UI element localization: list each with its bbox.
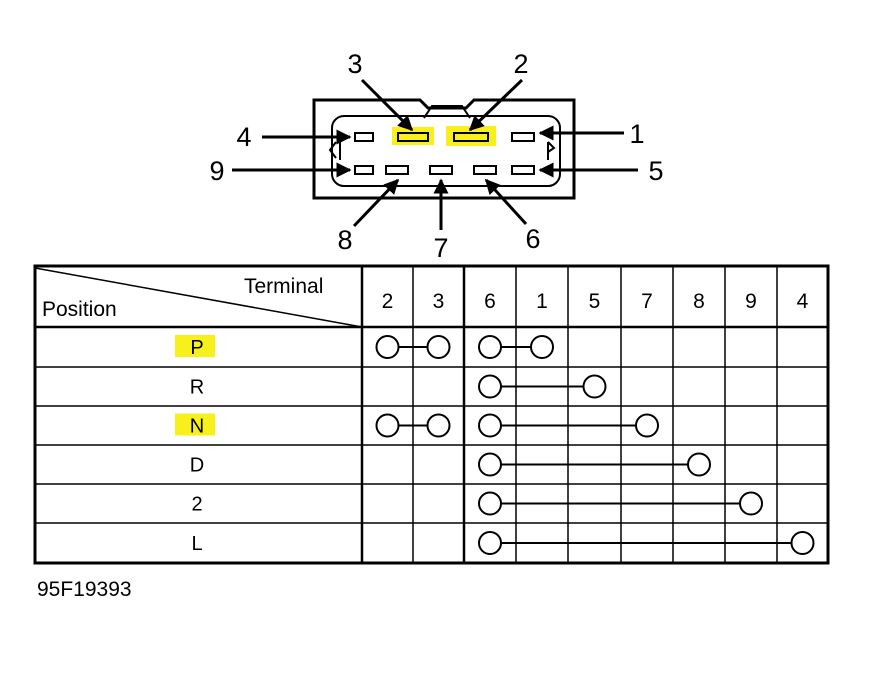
continuity-link-2-3 bbox=[375, 413, 451, 438]
terminal-dot-6 bbox=[478, 531, 502, 555]
label-pin-3: 3 bbox=[347, 49, 362, 79]
label-pin-4: 4 bbox=[236, 122, 251, 152]
terminal-header-8: 8 bbox=[693, 290, 705, 313]
label-pin-2: 2 bbox=[513, 49, 528, 79]
header-position: Position bbox=[42, 298, 117, 321]
pin-7 bbox=[429, 165, 453, 175]
terminal-header-7: 7 bbox=[641, 290, 653, 313]
terminal-header-4: 4 bbox=[797, 290, 809, 313]
terminal-dot-3 bbox=[426, 335, 451, 359]
terminal-header-3: 3 bbox=[433, 290, 445, 313]
label-pin-5: 5 bbox=[648, 156, 663, 186]
arrow-8 bbox=[352, 178, 400, 228]
terminal-dot-3 bbox=[426, 413, 451, 438]
continuity-link-6-9 bbox=[478, 491, 763, 516]
label-pin-9: 9 bbox=[209, 156, 224, 186]
table-grid bbox=[33, 264, 830, 565]
terminal-header-2: 2 bbox=[382, 290, 394, 313]
position-2: 2 bbox=[191, 494, 202, 516]
arrow-3 bbox=[360, 78, 414, 132]
header-diagonal bbox=[34, 267, 363, 328]
continuity-links bbox=[375, 335, 815, 555]
key-right bbox=[547, 141, 556, 153]
terminal-dot-8 bbox=[687, 452, 711, 477]
reference-code: 95F19393 bbox=[37, 578, 132, 601]
header-terminal: Terminal bbox=[244, 275, 323, 298]
terminal-dot-7 bbox=[635, 413, 659, 438]
connector-housing bbox=[312, 98, 576, 200]
pin-1 bbox=[511, 132, 535, 142]
terminal-dot-6 bbox=[478, 452, 502, 477]
terminal-dot-6 bbox=[478, 374, 502, 399]
position-highlight bbox=[175, 335, 215, 357]
position-L: L bbox=[191, 533, 202, 555]
terminal-dot-2 bbox=[375, 413, 400, 438]
position-N: N bbox=[190, 416, 204, 438]
terminal-dot-4 bbox=[790, 531, 815, 555]
terminal-dot-6 bbox=[478, 491, 502, 516]
pin-8 bbox=[385, 165, 409, 175]
continuity-link-2-3 bbox=[375, 335, 451, 359]
terminal-dot-5 bbox=[582, 374, 607, 399]
position-P: P bbox=[190, 337, 203, 359]
terminal-dot-6 bbox=[478, 335, 502, 359]
table-border bbox=[33, 264, 830, 565]
label-pin-8: 8 bbox=[337, 225, 352, 255]
arrow-6 bbox=[484, 178, 528, 226]
pin-5 bbox=[511, 165, 535, 175]
terminal-dot-1 bbox=[530, 335, 554, 359]
pin-4 bbox=[354, 132, 374, 142]
terminal-header-9: 9 bbox=[745, 290, 757, 313]
continuity-link-6-8 bbox=[478, 452, 711, 477]
terminal-header-6: 6 bbox=[484, 290, 496, 313]
continuity-link-6-5 bbox=[478, 374, 607, 399]
pin-6 bbox=[473, 165, 497, 175]
terminal-header-1: 1 bbox=[536, 290, 548, 313]
connector-latch bbox=[423, 105, 471, 119]
connector: 3 2 4 1 9 5 8 7 6 bbox=[209, 49, 663, 263]
pin-9 bbox=[354, 165, 374, 175]
position-R: R bbox=[190, 377, 204, 399]
terminal-dot-2 bbox=[375, 335, 400, 359]
position-D: D bbox=[190, 455, 204, 477]
arrow-2 bbox=[468, 78, 524, 132]
pin-2 bbox=[453, 132, 489, 142]
terminal-dot-6 bbox=[478, 413, 502, 438]
position-highlight bbox=[175, 413, 215, 436]
row-highlights bbox=[175, 335, 215, 436]
label-pin-6: 6 bbox=[525, 224, 540, 254]
continuity-link-6-1 bbox=[478, 335, 554, 359]
key-left bbox=[328, 141, 337, 159]
continuity-link-6-4 bbox=[478, 531, 815, 555]
terminal-dot-9 bbox=[739, 491, 763, 516]
continuity-link-6-7 bbox=[478, 413, 659, 438]
label-pin-7: 7 bbox=[433, 233, 448, 263]
terminal-headers: 2 3 6 1 5 7 8 9 4 bbox=[382, 290, 809, 313]
terminal-header-5: 5 bbox=[589, 290, 601, 313]
label-pin-1: 1 bbox=[629, 119, 644, 149]
pin-3 bbox=[397, 132, 429, 142]
